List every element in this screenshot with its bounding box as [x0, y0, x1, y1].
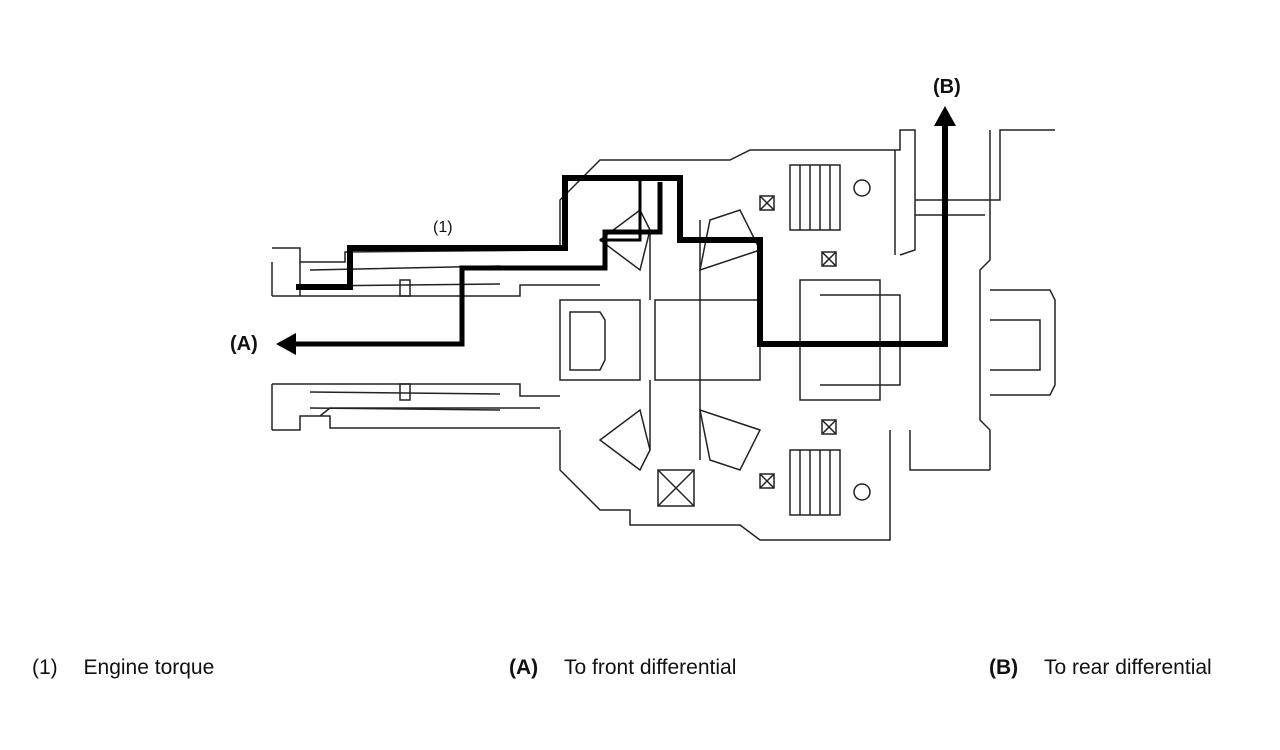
arrow-to-rear-icon: [934, 106, 956, 126]
legend-text-b: To rear differential: [1044, 656, 1212, 679]
legend-key-a: (A): [509, 656, 539, 679]
housing-outline: [271, 129, 1056, 541]
legend-item-engine-torque: (1) Engine torque: [32, 656, 214, 680]
torque-path-inner: [600, 178, 642, 242]
arrow-to-front-icon: [276, 333, 296, 355]
legend-text-a: To front differential: [564, 656, 737, 679]
diagram-label-b: (B): [933, 76, 961, 98]
diagram-label-a: (A): [230, 333, 258, 355]
legend-item-front-differential: (A) To front differential: [509, 656, 736, 680]
legend-key-1: (1): [32, 656, 58, 679]
diagram-label-1: (1): [433, 219, 453, 236]
legend-key-b: (B): [989, 656, 1019, 679]
torque-path-engine: [296, 120, 948, 347]
torque-path-front: [290, 182, 663, 347]
legend-text-1: Engine torque: [83, 656, 215, 679]
legend-item-rear-differential: (B) To rear differential: [989, 656, 1212, 680]
transfer-torque-flow-diagram: (A) (B) (1): [230, 76, 1056, 541]
